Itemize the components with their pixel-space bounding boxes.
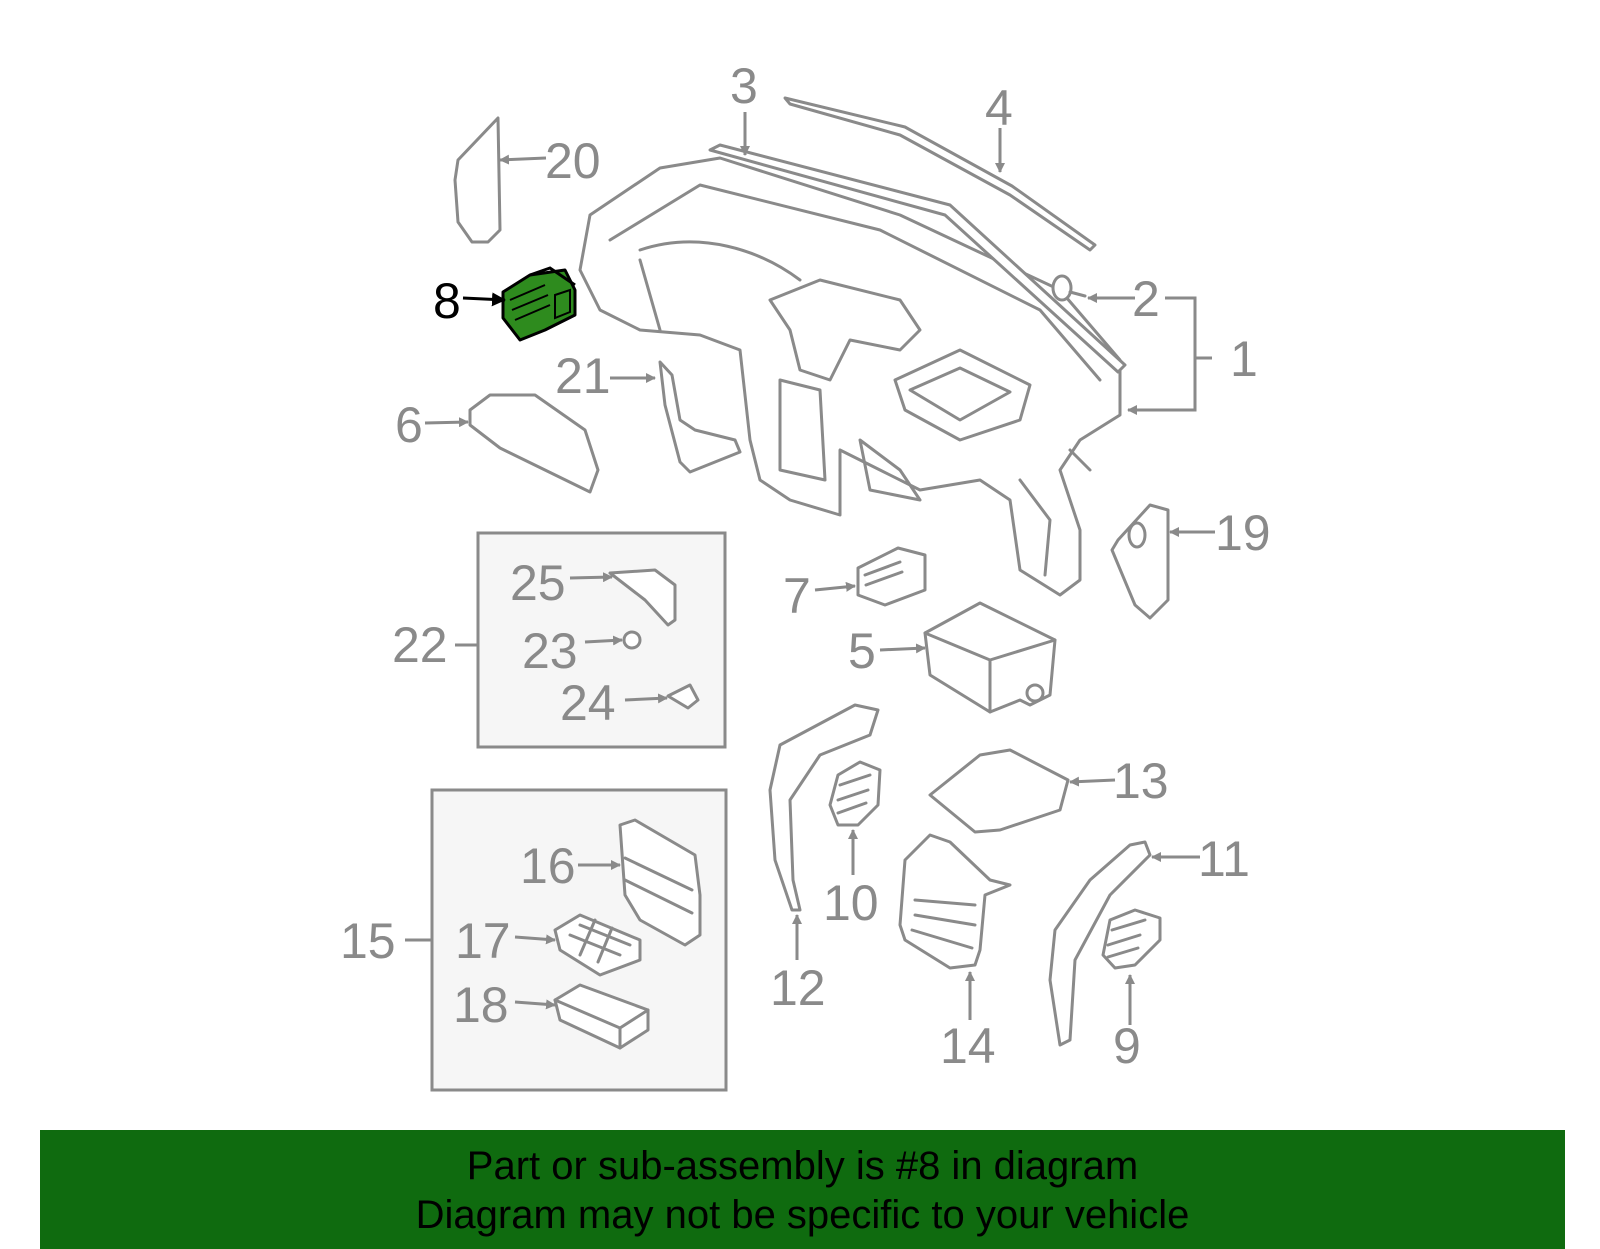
leader-7 <box>814 581 856 592</box>
part-16-panel[interactable] <box>618 818 702 947</box>
callout-2: 2 <box>1132 271 1160 327</box>
callout-8-highlighted: 8 <box>433 273 461 329</box>
callout-24: 24 <box>560 675 616 731</box>
part-8-air-vent-highlighted[interactable] <box>501 266 577 342</box>
callout-22: 22 <box>392 617 448 673</box>
callout-19: 19 <box>1215 505 1271 561</box>
callout-14: 14 <box>940 1018 996 1074</box>
part-9-air-vent[interactable] <box>1101 908 1162 970</box>
callout-16: 16 <box>520 838 576 894</box>
callout-5: 5 <box>848 623 876 679</box>
leader-25 <box>569 572 613 583</box>
leader-5 <box>879 643 926 654</box>
part-3-defroster-strip[interactable] <box>708 143 1127 374</box>
leader-8 <box>462 292 506 307</box>
callout-25: 25 <box>510 555 566 611</box>
callout-12: 12 <box>770 960 826 1016</box>
callout-10: 10 <box>823 875 879 931</box>
part-2-clip[interactable] <box>1051 274 1087 302</box>
part-6-cluster-hood[interactable] <box>468 393 600 494</box>
part-1-instrument-panel[interactable] <box>578 156 1122 597</box>
part-17-bin[interactable] <box>553 913 642 977</box>
callout-13: 13 <box>1113 753 1169 809</box>
leader-23 <box>584 635 623 646</box>
leader-24 <box>624 693 668 704</box>
part-4-trim-strip[interactable] <box>783 96 1097 252</box>
part-14-center-bezel[interactable] <box>898 833 1012 970</box>
callout-7: 7 <box>783 568 811 624</box>
callout-1: 1 <box>1230 331 1258 387</box>
banner-line-1: Part or sub-assembly is #8 in diagram <box>466 1144 1139 1188</box>
info-banner: Part or sub-assembly is #8 in diagram Di… <box>40 1130 1565 1249</box>
part-25-cover[interactable] <box>608 568 677 627</box>
part-19-end-cap[interactable] <box>1110 503 1170 620</box>
callout-15: 15 <box>340 913 396 969</box>
callout-3: 3 <box>730 58 758 114</box>
leader-6 <box>424 417 469 428</box>
callout-21: 21 <box>555 348 611 404</box>
callout-17: 17 <box>455 913 511 969</box>
part-23-clip[interactable] <box>622 630 642 650</box>
leader-13 <box>1069 776 1116 787</box>
callout-18: 18 <box>453 977 509 1033</box>
leader-17 <box>514 934 556 945</box>
part-24-clip[interactable] <box>666 683 700 710</box>
callout-9: 9 <box>1113 1018 1141 1074</box>
part-11-trim-panel[interactable] <box>1048 840 1152 1047</box>
bracket-1 <box>1130 296 1197 412</box>
leader-18 <box>514 999 556 1010</box>
banner-line-2: Diagram may not be specific to your vehi… <box>415 1193 1190 1237</box>
callout-6: 6 <box>395 397 423 453</box>
part-12-trim-panel[interactable] <box>768 703 880 912</box>
callout-4: 4 <box>985 80 1013 136</box>
part-20-end-panel[interactable] <box>453 116 502 244</box>
callout-20: 20 <box>545 133 601 189</box>
callout-23: 23 <box>522 623 578 679</box>
part-7-air-vent[interactable] <box>856 546 927 607</box>
part-21-bracket[interactable] <box>658 360 742 474</box>
part-10-air-vent[interactable] <box>828 760 882 827</box>
part-18-bin[interactable] <box>553 983 650 1050</box>
part-13-bezel[interactable] <box>928 748 1070 834</box>
leader-20 <box>499 154 547 165</box>
part-5-airbag-module[interactable] <box>923 601 1057 714</box>
callout-11: 11 <box>1198 831 1250 887</box>
